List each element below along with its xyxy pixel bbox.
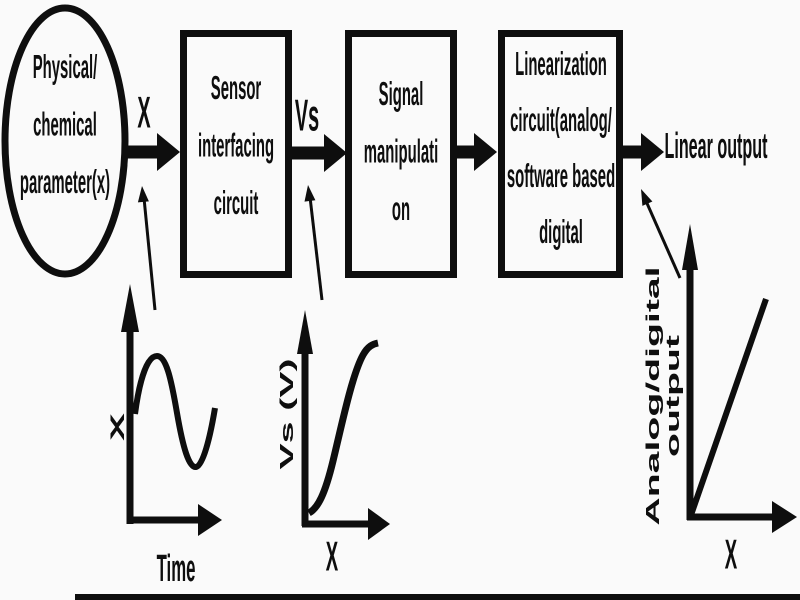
block1-line-2: interfacing bbox=[197, 127, 275, 165]
graph3-y-axis-label: Analog/digital output bbox=[643, 266, 683, 525]
block-label-sensor-interfacing: Sensor interfacing circuit bbox=[198, 60, 274, 232]
block1-line-1: Sensor bbox=[210, 69, 262, 108]
graph1-x-arrowhead bbox=[198, 504, 222, 536]
signal-label-x: X bbox=[137, 87, 151, 138]
graph2-x-arrowhead bbox=[368, 508, 390, 540]
graph2-x-axis-label: X bbox=[325, 534, 339, 581]
graph2-y-arrowhead bbox=[297, 310, 313, 354]
bottom-bar bbox=[75, 594, 800, 600]
graph3-y-arrowhead bbox=[682, 224, 698, 270]
graph3-ylabel-line-1: Analog/digital bbox=[642, 266, 663, 526]
flow-arrow-linearization-to-output bbox=[621, 133, 664, 171]
graph1-y-axis-label: X bbox=[106, 412, 129, 442]
graph2-y-axis-label: Vs (V) bbox=[276, 358, 297, 470]
source-line-3: parameter(x) bbox=[19, 163, 111, 202]
block-label-signal-manipulation: Signal manipulati on bbox=[364, 66, 438, 238]
graph-sigmoid bbox=[297, 310, 390, 540]
graph1-y-arrowhead bbox=[121, 284, 139, 332]
source-ellipse-label: Physical/ chemical parameter(x) bbox=[20, 39, 110, 211]
callout-arrow-linear-to-linearization bbox=[641, 189, 682, 279]
block2-line-3: on bbox=[391, 190, 411, 229]
block2-line-1: Signal bbox=[378, 75, 424, 114]
block-rect-signal-manipulation bbox=[345, 30, 457, 278]
graph3-x-arrowhead bbox=[772, 501, 797, 533]
block3-line-3: software based bbox=[506, 157, 616, 196]
block3-line-4: digital bbox=[539, 213, 583, 252]
linear-curve bbox=[688, 298, 769, 516]
callout-arrow-sine-to-x bbox=[137, 186, 157, 311]
sigmoid-curve bbox=[307, 339, 379, 517]
source-line-2: chemical bbox=[33, 106, 97, 144]
block-rect-linearization bbox=[498, 30, 623, 278]
block1-line-3: circuit bbox=[213, 184, 259, 223]
graph3-x-axis-label: X bbox=[724, 532, 738, 579]
source-ellipse bbox=[1, 4, 129, 278]
graph-sine bbox=[121, 284, 222, 536]
flow-arrow-source-to-sensor bbox=[123, 133, 180, 171]
block2-line-2: manipulati bbox=[363, 133, 439, 171]
graph3-ylabel-line-2: output bbox=[663, 335, 684, 457]
flow-arrow-signal-to-linearization bbox=[456, 133, 497, 171]
graph-linear bbox=[682, 224, 797, 533]
callout-arrow-sigmoid-to-vs bbox=[304, 185, 324, 301]
block3-line-2: circuit(analog/ bbox=[510, 101, 612, 140]
block-rect-sensor-interfacing bbox=[180, 30, 292, 278]
graph1-x-axis-label: Time bbox=[156, 547, 196, 590]
flow-arrow-sensor-to-signal bbox=[292, 134, 347, 172]
linear-output-label: Linear output bbox=[664, 124, 768, 167]
signal-label-vs: Vs bbox=[294, 90, 320, 141]
sine-curve bbox=[132, 352, 218, 470]
source-line-1: Physical/ bbox=[32, 48, 98, 87]
block-label-linearization: Linearization circuit(analog/ software b… bbox=[507, 37, 615, 261]
block3-line-1: Linearization bbox=[515, 45, 607, 84]
